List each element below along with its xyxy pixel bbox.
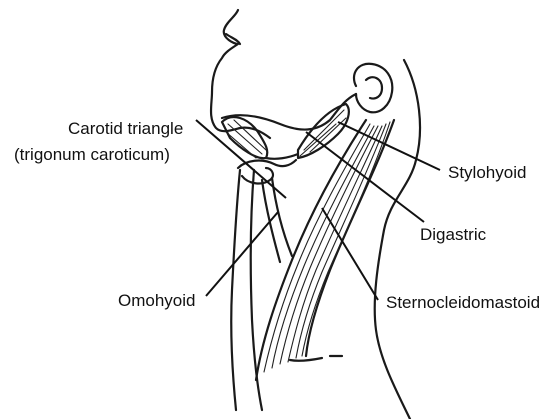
larynx-shape xyxy=(242,168,273,183)
carotid-triangle-sublabel: (trigonum caroticum) xyxy=(14,145,170,164)
intermediate-tendon xyxy=(266,154,298,159)
ear-outline xyxy=(354,64,392,113)
sternocleidomastoid-fibres xyxy=(264,122,390,372)
carotid-triangle-label: Carotid triangle xyxy=(68,119,183,138)
stylohyoid-leader xyxy=(338,122,440,170)
throat-outline xyxy=(231,170,240,410)
stylohyoid-label: Stylohyoid xyxy=(448,163,526,182)
omohyoid-leader xyxy=(206,212,278,296)
sternocleidomastoid-label: Sternocleidomastoid xyxy=(386,293,540,312)
clavicle-line xyxy=(290,356,342,361)
omohyoid-label: Omohyoid xyxy=(118,291,195,310)
sternocleidomastoid-outline-back xyxy=(306,120,394,356)
neck-back-outline xyxy=(375,60,420,419)
ear-inner xyxy=(366,77,382,98)
digastric-label: Digastric xyxy=(420,225,487,244)
